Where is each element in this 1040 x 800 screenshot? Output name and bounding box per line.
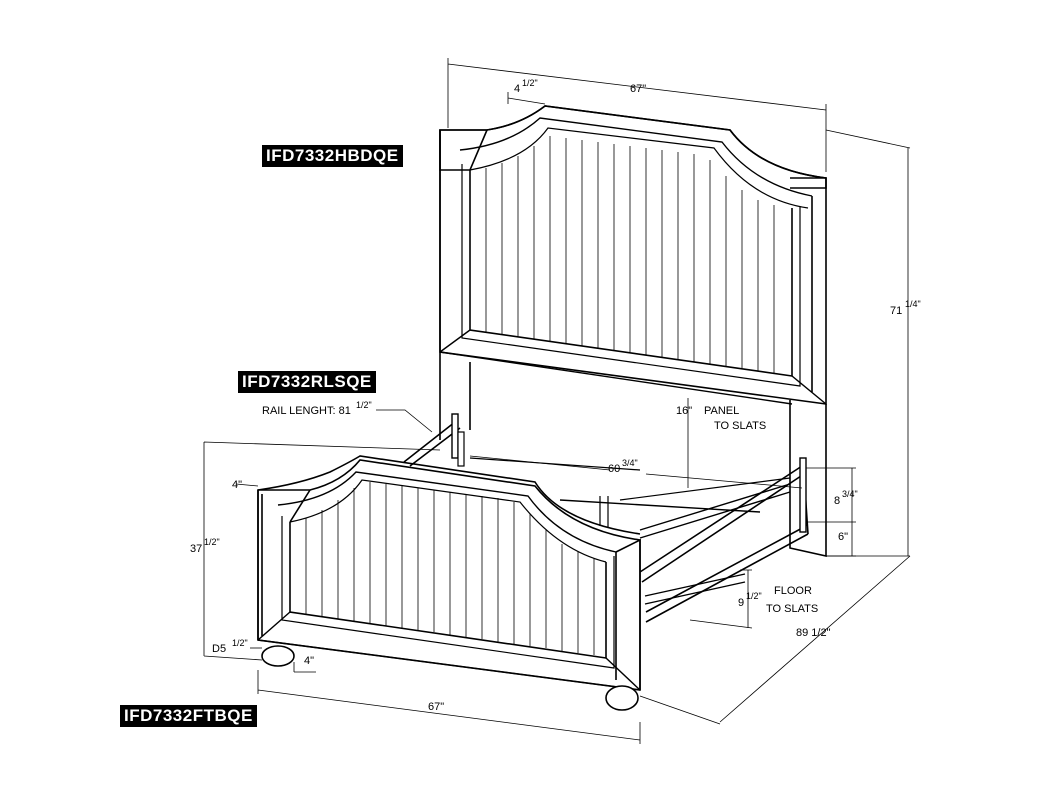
dim-head-height-frac: 1/4" [905, 299, 921, 309]
dim-foot-width: 67" [428, 701, 444, 713]
dimension-lines [203, 58, 911, 744]
headboard-sku-label: IFD7332HBDQE [262, 145, 403, 167]
side-rails [403, 413, 809, 623]
dim-head-crown-frac: 1/2" [522, 78, 538, 88]
dim-foot-height: 37 [190, 543, 202, 555]
dim-rail-height: 8 [834, 495, 840, 507]
dim-foot-depth-frac: 1/2" [232, 638, 248, 648]
dim-panel-slats-value: 16" [676, 405, 692, 417]
dimension-text: 67" 4 1/2" 71 1/4" RAIL LENGHT: 81 1/2" … [190, 78, 921, 713]
rails-sku-label: IFD7332RLSQE [238, 371, 376, 393]
dim-foot-leg: 4" [304, 655, 314, 667]
dim-head-height: 71 [890, 305, 902, 317]
dim-floor-text-1: FLOOR [774, 585, 812, 597]
dim-floor-frac: 1/2" [746, 591, 762, 601]
dim-rail-length: RAIL LENGHT: 81 [262, 405, 351, 417]
dim-rail-length-frac: 1/2" [356, 400, 372, 410]
dim-inner-width-frac: 3/4" [622, 458, 638, 468]
dim-foot-crown: 4" [232, 479, 242, 491]
dim-rail-height-frac: 3/4" [842, 489, 858, 499]
dim-rail-gap: 6" [838, 531, 848, 543]
dim-head-width: 67" [630, 83, 646, 95]
dim-inner-width: 60 [608, 463, 620, 475]
dim-head-crown: 4 [514, 83, 520, 95]
footboard [257, 455, 641, 711]
dim-panel-slats-text-1: PANEL [704, 405, 739, 417]
dim-depth: 89 1/2" [796, 627, 831, 639]
footboard-sku-label: IFD7332FTBQE [120, 705, 257, 727]
headboard [439, 105, 827, 557]
dim-panel-slats-text-2: TO SLATS [714, 420, 766, 432]
dim-foot-depth: D5 [212, 643, 226, 655]
dim-floor-text-2: TO SLATS [766, 603, 818, 615]
dim-floor: 9 [738, 597, 744, 609]
dim-foot-height-frac: 1/2" [204, 537, 220, 547]
